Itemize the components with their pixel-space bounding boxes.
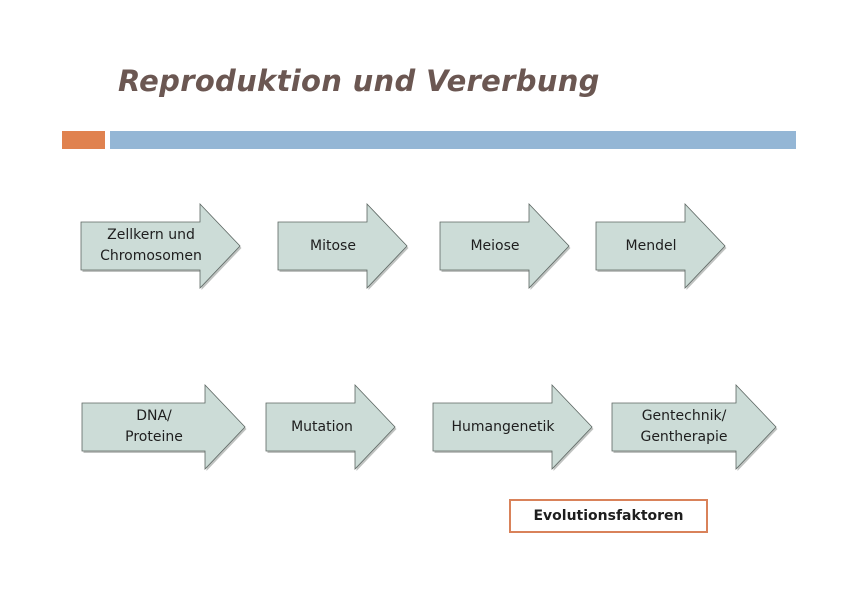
arrow-mitose: Mitose [277,203,409,290]
slide-title: Reproduktion und Vererbung [118,64,600,98]
arrow-gentechnik: Gentechnik/ Gentherapie [611,384,778,471]
arrow-shape [81,384,247,471]
arrow-shape [439,203,571,290]
arrow-dna-proteine: DNA/ Proteine [81,384,247,471]
evolutionsfaktoren-label: Evolutionsfaktoren [533,508,684,524]
arrow-label: Mutation [291,418,353,435]
arrow-shape [432,384,594,471]
arrow-shape [277,203,409,290]
arrow-mutation: Mutation [265,384,397,471]
arrow-shape [595,203,727,290]
arrow-label: Mendel [625,237,677,254]
accent-bar-orange [62,131,105,149]
arrow-shape [265,384,397,471]
arrow-shape [80,203,242,290]
arrow-label: Meiose [470,237,520,254]
accent-bar-blue [110,131,796,149]
arrow-label: DNA/ Proteine [125,408,183,445]
arrow-label: Zellkern und Chromosomen [100,227,202,264]
arrow-humangenetik: Humangenetik [432,384,594,471]
evolutionsfaktoren-box: Evolutionsfaktoren [509,499,708,533]
arrow-label: Mitose [310,237,356,254]
arrow-mendel: Mendel [595,203,727,290]
arrow-shape [611,384,778,471]
arrow-label: Humangenetik [451,418,555,435]
arrow-zellkern: Zellkern und Chromosomen [80,203,242,290]
arrow-label: Gentechnik/ Gentherapie [640,408,728,445]
arrow-meiose: Meiose [439,203,571,290]
